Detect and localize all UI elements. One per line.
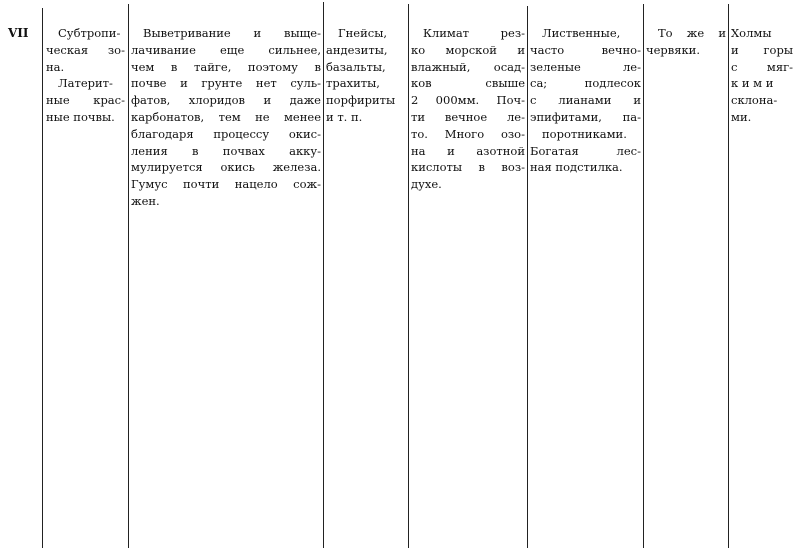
cell-line: Латерит- xyxy=(58,76,113,91)
cell-line: червяки. xyxy=(646,42,701,57)
column-divider xyxy=(128,4,129,548)
cell-line: к и м и xyxy=(731,76,774,91)
cell-line: ми. xyxy=(731,109,752,124)
cell-line: с лианами и xyxy=(530,93,641,108)
cell-climate: Климат рез- ко морской и влажный, осад- … xyxy=(411,25,525,193)
cell-soil-processes: Выветривание и выще- лачивание еще сильн… xyxy=(131,25,321,210)
cell-fauna: То же и червяки. xyxy=(646,25,726,59)
cell-line: трахиты, xyxy=(326,76,380,91)
cell-line: на. xyxy=(46,59,65,74)
cell-line: склона- xyxy=(731,93,778,108)
cell-line: эпифитами, па- xyxy=(530,109,641,124)
cell-line: ные почвы. xyxy=(46,109,115,124)
cell-line: лачивание еще сильнее, xyxy=(131,42,321,57)
cell-line: То же и xyxy=(658,26,726,40)
cell-line: ления в почвах акку- xyxy=(131,143,321,158)
cell-vegetation: Лиственные, часто вечно- зеленые ле- са;… xyxy=(530,25,641,176)
cell-zone: Субтропи- ческая зо- на. Латерит- ные кр… xyxy=(46,25,125,126)
cell-line: ческая зо- xyxy=(46,42,125,57)
column-divider xyxy=(643,4,644,548)
cell-line: Лиственные, xyxy=(542,26,621,40)
column-divider xyxy=(42,8,43,548)
cell-line: часто вечно- xyxy=(530,42,641,57)
cell-line: ков свыше xyxy=(411,76,525,91)
cell-line: на и азотной xyxy=(411,143,525,158)
cell-line: фатов, хлоридов и даже xyxy=(131,93,321,108)
cell-line: Выветривание и выще- xyxy=(143,26,321,40)
cell-rocks: Гнейсы, андезиты, базальты, трахиты, пор… xyxy=(326,25,406,126)
cell-line: духе. xyxy=(411,177,442,192)
cell-line: карбонатов, тем не менее xyxy=(131,109,321,124)
cell-relief: Холмы и горы с мяг- к и м и склона- ми. xyxy=(731,25,793,126)
column-divider xyxy=(323,2,324,548)
cell-line: с мяг- xyxy=(731,59,793,74)
cell-line: благодаря процессу окис- xyxy=(131,126,321,141)
cell-line: влажный, осад- xyxy=(411,59,525,74)
cell-line: и горы xyxy=(731,42,793,57)
cell-line: Холмы xyxy=(731,26,772,40)
cell-line: мулируется окись железа. xyxy=(131,160,321,175)
cell-line: жен. xyxy=(131,193,160,208)
cell-line: ные крас- xyxy=(46,93,125,108)
cell-line: и т. п. xyxy=(326,109,363,124)
column-divider xyxy=(728,4,729,548)
cell-line: базальты, xyxy=(326,59,386,74)
cell-line: кислоты в воз- xyxy=(411,160,525,175)
cell-line: то. Много озо- xyxy=(411,126,525,141)
cell-line: са; подлесок xyxy=(530,76,641,91)
column-divider xyxy=(527,6,528,548)
cell-line: чем в тайге, поэтому в xyxy=(131,59,321,74)
row-number: VII xyxy=(8,26,29,40)
cell-line: Гнейсы, xyxy=(338,26,387,40)
cell-line: ко морской и xyxy=(411,42,525,57)
cell-line: почве и грунте нет суль- xyxy=(131,76,321,91)
cell-line: ная подстилка. xyxy=(530,160,623,175)
cell-line: порфириты xyxy=(326,93,396,108)
cell-line: зеленые ле- xyxy=(530,59,641,74)
column-divider xyxy=(408,4,409,548)
cell-line: Субтропи- xyxy=(58,26,121,40)
cell-line: поротниками. xyxy=(542,126,627,141)
cell-line: 2 000мм. Поч- xyxy=(411,93,525,108)
cell-line: Климат рез- xyxy=(423,26,525,40)
cell-line: андезиты, xyxy=(326,42,388,57)
cell-line: Богатая лес- xyxy=(530,143,641,158)
cell-line: Гумус почти нацело сож- xyxy=(131,177,321,192)
cell-line: ти вечное ле- xyxy=(411,109,525,124)
